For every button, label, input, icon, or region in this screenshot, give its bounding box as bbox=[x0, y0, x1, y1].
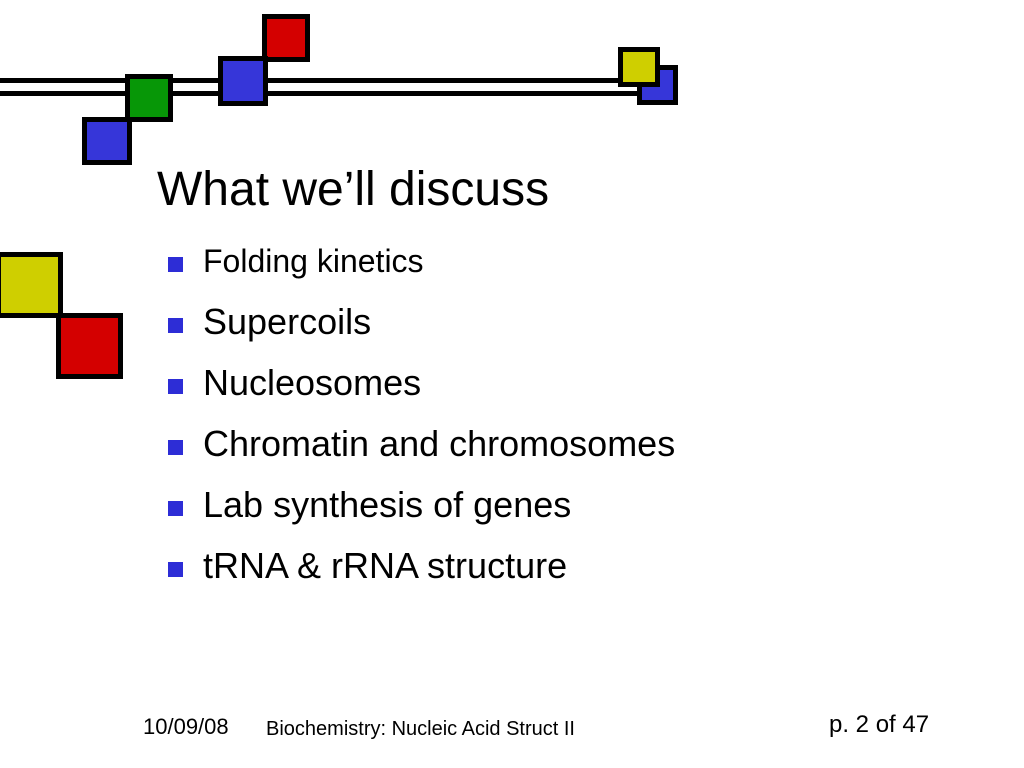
bullet-text: Chromatin and chromosomes bbox=[203, 423, 676, 464]
slide-title: What we’ll discuss bbox=[157, 163, 550, 216]
bullet-text: Supercoils bbox=[203, 301, 372, 342]
bullet-item: Chromatin and chromosomes bbox=[165, 419, 675, 480]
bullet-list: Folding kinetics Supercoils Nucleosomes … bbox=[165, 236, 675, 602]
blue-square-lower bbox=[82, 117, 132, 165]
decorative-line-bottom bbox=[0, 91, 660, 96]
bullet-item: Nucleosomes bbox=[165, 358, 675, 419]
square-bullet-icon bbox=[168, 257, 183, 272]
decorative-line-top bbox=[0, 78, 660, 83]
square-bullet-icon bbox=[168, 440, 183, 455]
bullet-item: Lab synthesis of genes bbox=[165, 480, 675, 541]
bullet-text: Lab synthesis of genes bbox=[203, 484, 572, 525]
square-bullet-icon bbox=[168, 318, 183, 333]
footer-course-title: Biochemistry: Nucleic Acid Struct II bbox=[266, 718, 575, 740]
blue-square-upper bbox=[218, 56, 268, 106]
footer-page-number: p. 2 of 47 bbox=[829, 711, 930, 738]
bullet-text: Folding kinetics bbox=[203, 243, 424, 279]
bullet-text: Nucleosomes bbox=[203, 362, 422, 403]
yellow-square-right bbox=[618, 47, 660, 87]
bullet-item: tRNA & rRNA structure bbox=[165, 541, 675, 602]
bullet-text: tRNA & rRNA structure bbox=[203, 545, 568, 586]
red-square-left bbox=[56, 313, 123, 379]
footer-date: 10/09/08 bbox=[143, 714, 229, 739]
green-square bbox=[125, 74, 173, 122]
bullet-item: Supercoils bbox=[165, 297, 675, 358]
square-bullet-icon bbox=[168, 562, 183, 577]
square-bullet-icon bbox=[168, 379, 183, 394]
square-bullet-icon bbox=[168, 501, 183, 516]
yellow-square-left bbox=[0, 252, 63, 318]
red-square-top bbox=[262, 14, 310, 62]
bullet-item: Folding kinetics bbox=[165, 236, 675, 297]
decorative-line-gap bbox=[0, 83, 660, 91]
